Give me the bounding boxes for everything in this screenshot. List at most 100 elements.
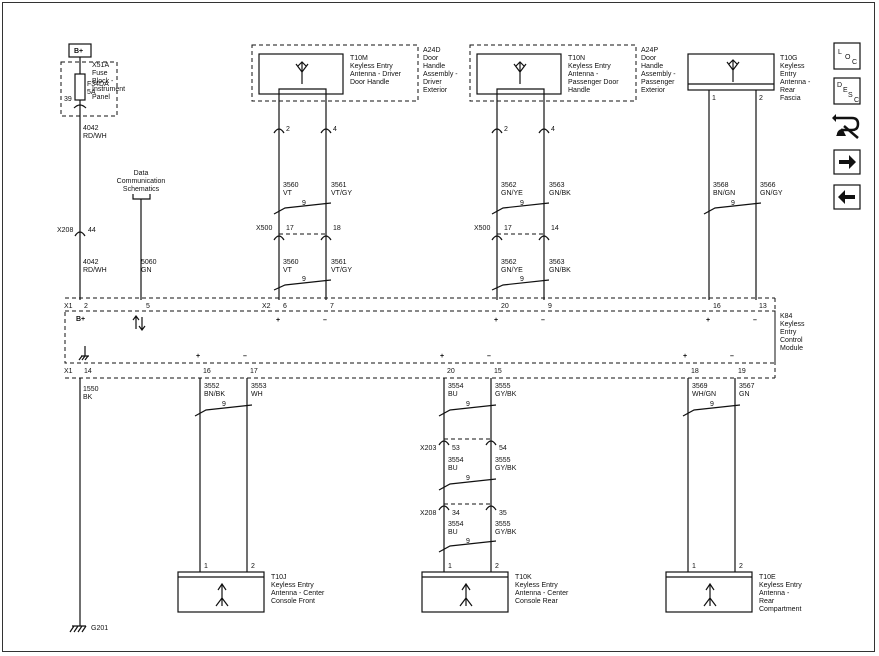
- t10k-name-2: Antenna - Center: [515, 590, 569, 597]
- desc-letter-s: S: [848, 92, 853, 99]
- fuse-block-name-4: Panel: [92, 94, 110, 101]
- fuse-amps: 5A: [87, 89, 96, 96]
- t10n-twist-b: 9: [520, 276, 524, 283]
- t10m-wa2-circuit: 3561: [331, 182, 347, 189]
- t10e-ref: T10E: [759, 574, 776, 581]
- x208-top-conn: X208: [57, 227, 73, 234]
- a24d-id: A24D: [423, 47, 441, 54]
- k84-gnd-pin: 14: [84, 368, 92, 375]
- t10m-wa1-circuit: 3560: [283, 182, 299, 189]
- svg-text:+: +: [440, 353, 444, 360]
- k84-pin-data: 5: [146, 303, 150, 310]
- ground-circuit: 1550: [83, 386, 99, 393]
- loc-letter-o: O: [845, 54, 851, 61]
- t10j-w2-circuit: 3553: [251, 383, 267, 390]
- t10j-name-3: Console Front: [271, 598, 315, 605]
- t10m-x500-pin-b: 18: [333, 225, 341, 232]
- t10n-name-4: Handle: [568, 87, 590, 94]
- t10g-w2-color: GN/GY: [760, 190, 783, 197]
- wire-4042-circuit: 4042: [83, 125, 99, 132]
- desc-letter-d: D: [837, 82, 842, 89]
- t10k-pin-a: 1: [448, 563, 452, 570]
- t10j-w2-color: WH: [251, 391, 263, 398]
- t10e-w1-color: WH/GN: [692, 391, 716, 398]
- a24d-outline: [251, 44, 419, 102]
- svg-text:+: +: [196, 353, 200, 360]
- t10j-twist: 9: [222, 401, 226, 408]
- t10k-name-3: Console Rear: [515, 598, 558, 605]
- t10k-ref: T10K: [515, 574, 532, 581]
- loc-letter-c: C: [852, 59, 857, 66]
- t10k-s2-conn: X208: [420, 510, 436, 517]
- t10n-name-3: Passenger Door: [568, 79, 619, 86]
- t10k-twist: 9: [466, 401, 470, 408]
- t10j-w1-color: BN/BK: [204, 391, 225, 398]
- t10k-ksm-pin-b: 15: [494, 368, 502, 375]
- svg-text:+: +: [683, 353, 687, 360]
- bplus-label: B+: [74, 48, 83, 55]
- t10n-name-1: Keyless Entry: [568, 63, 611, 70]
- t10k-s1-twist: 9: [466, 475, 470, 482]
- k84-module-outline: [64, 310, 776, 364]
- t10m-pin-a: 2: [286, 126, 290, 133]
- loc-button[interactable]: L O C: [833, 42, 861, 70]
- t10g-ref: T10G: [780, 55, 798, 62]
- t10m-pin-b: 4: [333, 126, 337, 133]
- t10k-w2-color: GY/BK: [495, 391, 517, 398]
- swap-routes-button[interactable]: [832, 114, 860, 139]
- t10g-w1-color: BN/GN: [713, 190, 735, 197]
- svg-text:–: –: [243, 353, 247, 360]
- fuse-block-name-3: Instrument: [92, 86, 125, 93]
- fuse-block-ref: X51A: [92, 62, 109, 69]
- t10e-name-1: Keyless Entry: [759, 582, 802, 589]
- desc-letter-e: E: [843, 87, 848, 94]
- k84-bplus: B+: [76, 316, 85, 323]
- a24p-assy-1: Door: [641, 55, 657, 62]
- t10k-w2-circuit: 3555: [495, 383, 511, 390]
- a24p-assy-4: Passenger: [641, 79, 675, 86]
- t10e-name-4: Compartment: [759, 606, 801, 613]
- t10k-s2-w1-color: BU: [448, 529, 458, 536]
- t10m-twist-a: 9: [302, 200, 306, 207]
- desc-button[interactable]: D E S C: [833, 77, 861, 105]
- t10e-name-2: Antenna -: [759, 590, 790, 597]
- t10k-ksm-pin-a: 20: [447, 368, 455, 375]
- t10j-name-2: Antenna - Center: [271, 590, 325, 597]
- data-comm-color: GN: [141, 267, 152, 274]
- t10m-wb2-color: VT/GY: [331, 267, 352, 274]
- t10j-antenna-box: [177, 571, 265, 613]
- t10n-wa1-circuit: 3562: [501, 182, 517, 189]
- t10n-wb1-color: GN/YE: [501, 267, 523, 274]
- wire-4042b-color: RD/WH: [83, 267, 107, 274]
- t10m-name-2: Antenna - Driver: [350, 71, 402, 78]
- t10j-pin-b: 2: [251, 563, 255, 570]
- fuse-pin: 39: [64, 96, 72, 103]
- t10n-wa2-color: GN/BK: [549, 190, 571, 197]
- t10k-w1-color: BU: [448, 391, 458, 398]
- k84-t10m-pin-b: 7: [330, 303, 334, 310]
- t10n-x500-pin-a: 17: [504, 225, 512, 232]
- a24p-id: A24P: [641, 47, 658, 54]
- t10g-name-3: Antenna -: [780, 79, 811, 86]
- t10n-x500-pin-b: 14: [551, 225, 559, 232]
- svg-text:–: –: [487, 353, 491, 360]
- k84-name-3: Control: [780, 337, 803, 344]
- svg-text:–: –: [730, 353, 734, 360]
- t10e-twist: 9: [710, 401, 714, 408]
- loc-letter-l: L: [838, 49, 842, 56]
- t10m-x500: X500: [256, 225, 272, 232]
- t10k-s1-w1-circuit: 3554: [448, 457, 464, 464]
- next-button[interactable]: [833, 149, 861, 175]
- t10e-ksm-pin-a: 18: [691, 368, 699, 375]
- back-button[interactable]: [833, 184, 861, 210]
- t10j-ksm-pin-a: 16: [203, 368, 211, 375]
- t10k-antenna-box: [421, 571, 509, 613]
- fuse-block-outline: [60, 61, 118, 117]
- t10n-wb2-circuit: 3563: [549, 259, 565, 266]
- k84-x1-bottom: X1: [64, 368, 73, 375]
- t10n-wb1-circuit: 3562: [501, 259, 517, 266]
- t10n-antenna-box: [476, 53, 562, 95]
- ground-color: BK: [83, 394, 93, 401]
- k84-t10g-pin-b: 13: [759, 303, 767, 310]
